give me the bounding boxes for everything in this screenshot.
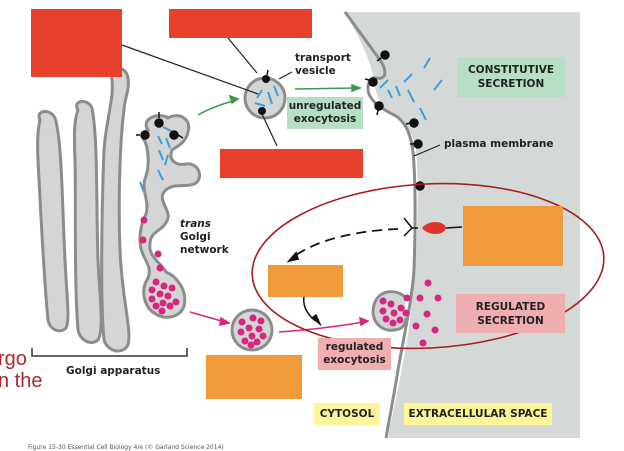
plasma-membrane-label: plasma membrane [444,138,554,150]
cytosol-label: CYTOSOL [314,403,380,425]
trigger-arrow [302,295,322,327]
constitutive-line1: CONSTITUTIVE [467,64,555,76]
transport-vesicle [243,69,287,120]
cut-off-text-line2: n the [0,370,43,392]
label-box-secretory-vesicle-storage [268,265,343,297]
label-box-center [220,149,363,178]
constitutive-secretion-label: CONSTITUTIVE SECRETION [457,57,565,97]
golgi-apparatus [36,67,202,353]
regulated-arrows [189,311,370,333]
secretion-line2: SECRETION [477,78,545,90]
secretion-line2: SECRETION [477,314,544,327]
cut-off-text: rgo n the [0,348,42,392]
regulated-line1: regulated [325,341,384,353]
extracellular-space-label: EXTRACELLULAR SPACE [404,403,552,425]
regulated-secretion-label: REGULATED SECRETION [456,294,565,333]
unregulated-line1: unregulated [288,100,362,112]
label-box-top-center [169,9,312,38]
trans-line: trans [180,218,212,230]
golgi-line: Golgi [180,231,211,243]
cut-off-text-line1: rgo [0,348,27,370]
golgi-apparatus-label: Golgi apparatus [66,365,161,377]
membrane-receptors [364,50,425,191]
exocytosis-line2: exocytosis [293,113,357,125]
golgi-bud-receptors [136,112,184,140]
signal-molecule-receptor [403,217,463,237]
secretory-vesicle [230,308,274,352]
constitutive-arrows [197,83,363,116]
regulated-exocytosis-label: regulated exocytosis [318,338,391,370]
exocytosis-line2: exocytosis [323,354,386,366]
label-box-golgi-top-left [31,9,122,77]
figure-caption: Figure 15-30 Essential Cell Biology 4/e … [28,444,224,451]
transport-vesicle-line1: transport [295,52,351,64]
label-box-secretory-vesicle [206,355,302,399]
regulated-cargo-released [379,279,442,347]
transport-vesicle-line2: vesicle [295,65,336,77]
trans-golgi-network-label: trans Golgi network [180,218,229,257]
network-line: network [180,244,229,256]
regulated-line1: REGULATED [475,300,546,313]
transport-vesicle-label: transport vesicle [295,52,351,78]
golgi-apparatus-bracket [31,348,188,357]
label-box-signal [463,206,563,266]
annotation-ellipse [251,182,605,350]
leader-lines [121,37,441,157]
unregulated-exocytosis-label: unregulated exocytosis [287,97,363,129]
constitutive-cargo-released [379,57,443,121]
regulated-cargo-golgi [139,216,180,315]
signal-dashed-arrow [286,228,399,263]
